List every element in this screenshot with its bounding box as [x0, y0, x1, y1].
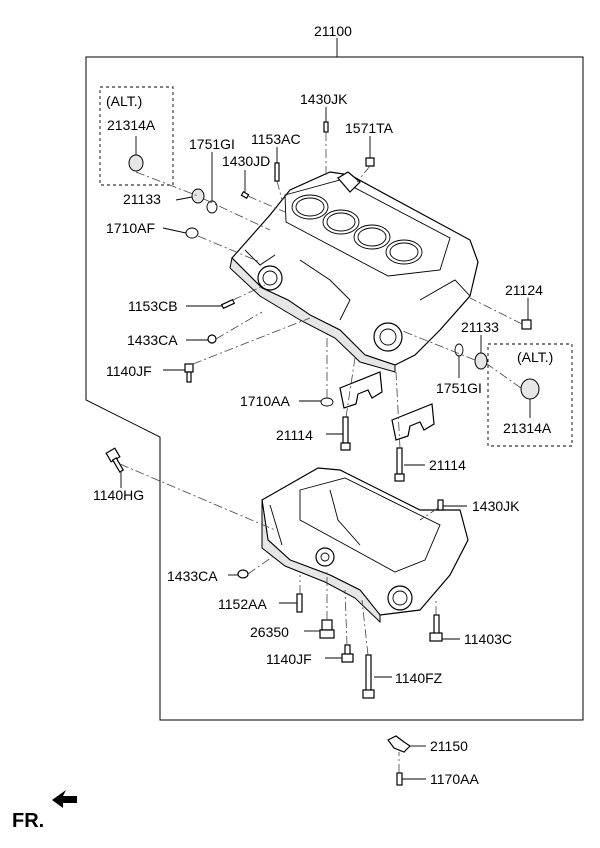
front-arrow-icon: [52, 790, 77, 808]
label-21314a-top: 21314A: [107, 117, 156, 133]
label-1430jk-lower: 1430JK: [472, 498, 520, 514]
bearing-cap-2: [391, 403, 435, 441]
label-21314a-right: 21314A: [503, 420, 552, 436]
plug-1433ca-upper: [207, 334, 217, 344]
label-alt-top: (ALT.): [106, 93, 142, 109]
pin-1153ac: [274, 162, 280, 182]
label-21114-left: 21114: [276, 427, 313, 443]
bolt-11403c: [429, 614, 443, 642]
plug-1433ca-lower: [237, 569, 249, 579]
pin-1153cb: [220, 298, 236, 310]
label-11403c: 11403C: [464, 631, 512, 647]
label-1571ta: 1571TA: [345, 120, 394, 136]
lower-crankcase: [261, 467, 469, 624]
leader-lines: [120, 107, 531, 780]
label-1751gi-top: 1751GI: [189, 136, 235, 152]
label-26350: 26350: [250, 624, 289, 640]
label-1433ca-lower: 1433CA: [167, 568, 218, 584]
label-1153ac: 1153AC: [251, 131, 301, 147]
label-21133-right: 21133: [461, 319, 499, 335]
bolt-1140fz: [362, 654, 375, 699]
label-21100: 21100: [314, 23, 352, 39]
label-1430jk-top: 1430JK: [300, 91, 348, 107]
label-alt-right: (ALT.): [517, 349, 553, 365]
bolt-21114-left: [340, 416, 351, 451]
label-1152aa: 1152AA: [218, 596, 267, 612]
bolt-1140jf-lower: [341, 644, 354, 663]
label-front: FR.: [12, 810, 44, 832]
label-21133-left: 21133: [123, 191, 161, 207]
label-21150: 21150: [430, 738, 468, 754]
pin-1430jk-lower: [437, 499, 444, 511]
assembly-frame: [85, 38, 584, 721]
bolt-1140jf-upper: [184, 363, 194, 383]
bolt-1170aa: [396, 772, 403, 786]
dashed-centerlines: [119, 132, 523, 773]
plug-1571ta: [365, 157, 375, 167]
pin-1430jd: [240, 190, 250, 200]
cylinder-block: [229, 171, 479, 373]
label-21114-right: 21114: [429, 457, 466, 473]
bolt-1140hg: [105, 447, 125, 473]
label-1140fz: 1140FZ: [395, 670, 443, 686]
oring-1710af: [185, 227, 199, 239]
label-1433ca-upper: 1433CA: [127, 332, 178, 348]
washer-1751gi-right: [454, 343, 464, 357]
label-1710aa: 1710AA: [240, 393, 290, 409]
label-1751gi-right: 1751GI: [436, 380, 482, 396]
plug-21314a-top: [128, 154, 144, 172]
pin-1430jk-top: [323, 121, 329, 133]
label-21124: 21124: [505, 282, 543, 298]
plug-21314a-right: [520, 378, 540, 400]
alt-box-right: [487, 343, 573, 447]
label-1710af: 1710AF: [106, 220, 155, 236]
label-1170aa: 1170AA: [430, 771, 479, 787]
bearing-cap-1: [339, 371, 383, 409]
part-26350: [319, 619, 335, 639]
label-1140hg: 1140HG: [93, 487, 144, 503]
plug-21133-left: [191, 188, 205, 204]
label-1140jf-upper: 1140JF: [106, 363, 152, 379]
pin-21124: [521, 319, 532, 330]
part-21150: [387, 735, 411, 753]
oring-1710aa: [320, 397, 334, 407]
dowel-1152aa: [296, 593, 303, 613]
label-1140jf-lower: 1140JF: [266, 651, 312, 667]
plug-21133-right: [474, 352, 488, 370]
alt-box-top: [99, 86, 174, 186]
label-1430jd: 1430JD: [222, 153, 270, 169]
label-1153cb: 1153CB: [128, 298, 178, 314]
bolt-21114-right: [394, 447, 405, 482]
